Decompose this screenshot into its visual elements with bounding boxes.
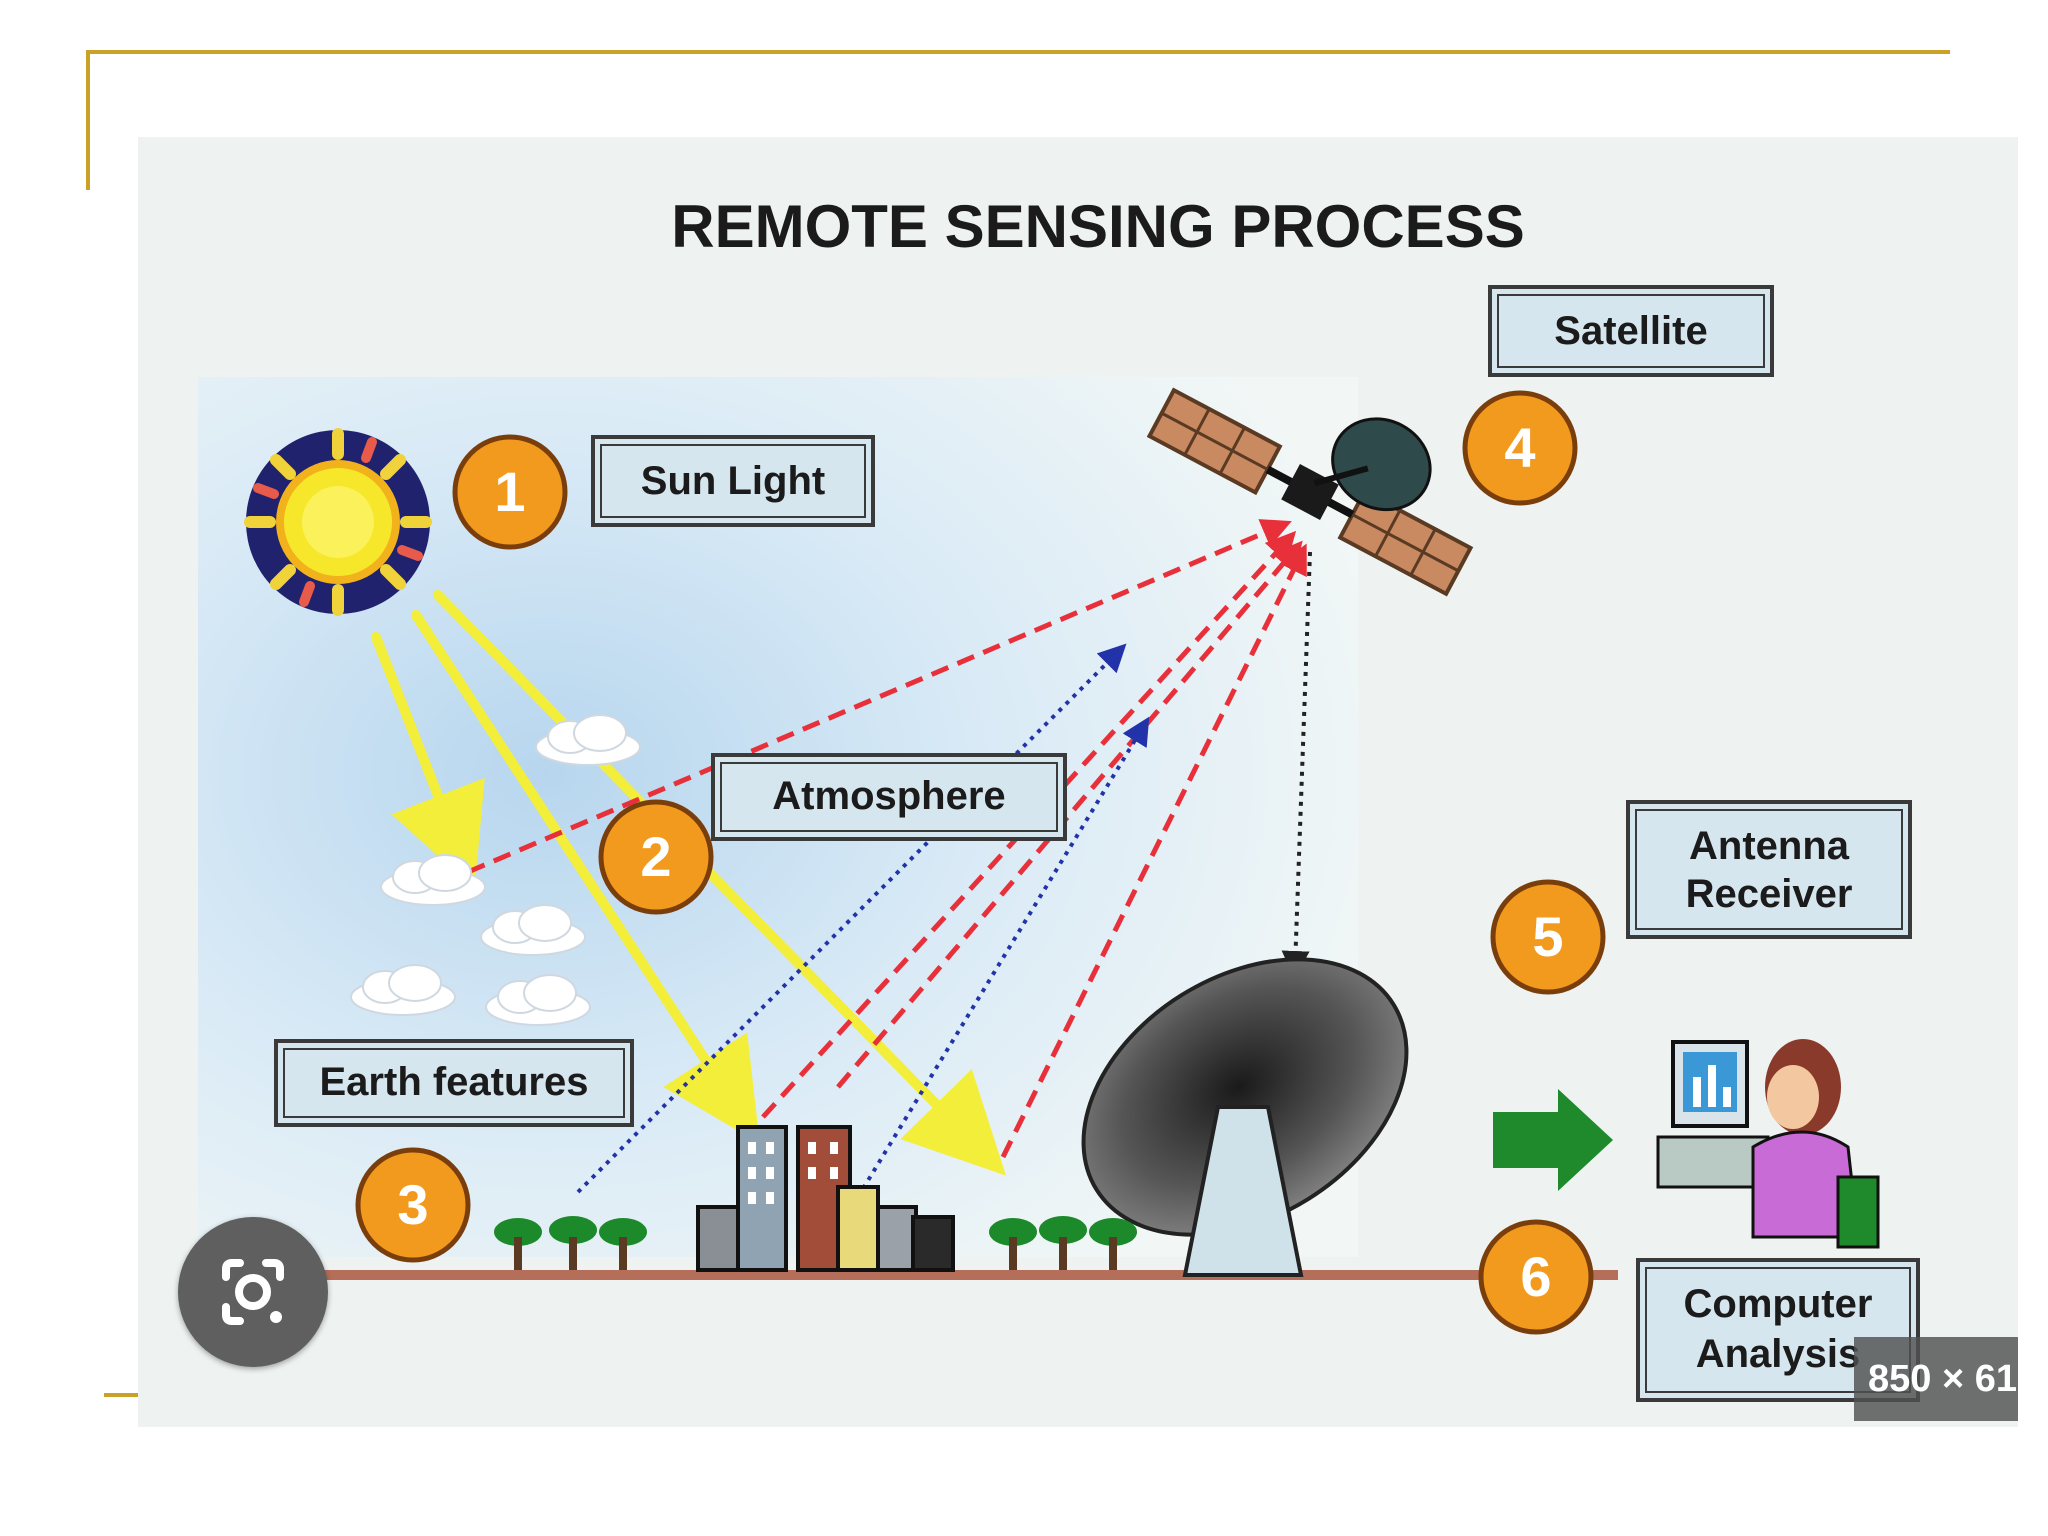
analysis-label: Analysis (1696, 1332, 1861, 1376)
computer-label: Computer (1684, 1282, 1873, 1326)
trees (494, 1216, 1137, 1270)
ground-line (298, 1270, 1618, 1280)
svg-text:4: 4 (1504, 416, 1535, 479)
step-badge-1: 1 (452, 434, 568, 550)
label-antenna-receiver: Antenna Receiver (1626, 800, 1912, 939)
satellite-label: Satellite (1554, 309, 1707, 353)
step-badge-2: 2 (598, 799, 714, 915)
remote-sensing-diagram: REMOTE SENSING PROCESS (138, 137, 2018, 1427)
svg-text:5: 5 (1532, 905, 1563, 968)
sun-light-label: Sun Light (641, 459, 825, 503)
slide-top-rule (86, 50, 1950, 54)
label-earth-features: Earth features (274, 1039, 634, 1127)
slide-bottom-rule (104, 1393, 144, 1397)
step-badge-6: 6 (1478, 1219, 1594, 1335)
green-flow-arrow (1493, 1089, 1613, 1191)
svg-text:1: 1 (494, 460, 525, 523)
sun-icon (244, 428, 432, 616)
antenna-label: Antenna (1689, 824, 1850, 868)
label-satellite: Satellite (1488, 285, 1774, 377)
step-badge-5: 5 (1490, 879, 1606, 995)
svg-text:3: 3 (397, 1173, 428, 1236)
lens-search-button[interactable] (178, 1217, 328, 1367)
antenna-dish-icon (1081, 957, 1409, 1277)
svg-text:2: 2 (640, 825, 671, 888)
emitted-rays (576, 643, 1150, 1199)
diagram-title: REMOTE SENSING PROCESS (671, 193, 1524, 260)
step-badge-3: 3 (355, 1147, 471, 1263)
computer-analyst-icon (1656, 1039, 1880, 1249)
clouds (350, 714, 641, 1026)
earth-features-label: Earth features (320, 1060, 589, 1104)
label-sun-light: Sun Light (591, 435, 875, 527)
remote-sensing-figure[interactable]: REMOTE SENSING PROCESS (138, 137, 2018, 1427)
label-atmosphere: Atmosphere (711, 753, 1067, 841)
image-size-badge: 850 × 61 (1854, 1337, 2018, 1421)
atmosphere-label: Atmosphere (772, 774, 1005, 818)
satellite-icon (1146, 387, 1474, 597)
slide-left-rule (86, 50, 90, 190)
receiver-label: Receiver (1686, 872, 1853, 916)
svg-text:6: 6 (1520, 1245, 1551, 1308)
city-buildings (696, 1125, 955, 1272)
step-badge-4: 4 (1462, 390, 1578, 506)
google-lens-icon (222, 1259, 284, 1325)
